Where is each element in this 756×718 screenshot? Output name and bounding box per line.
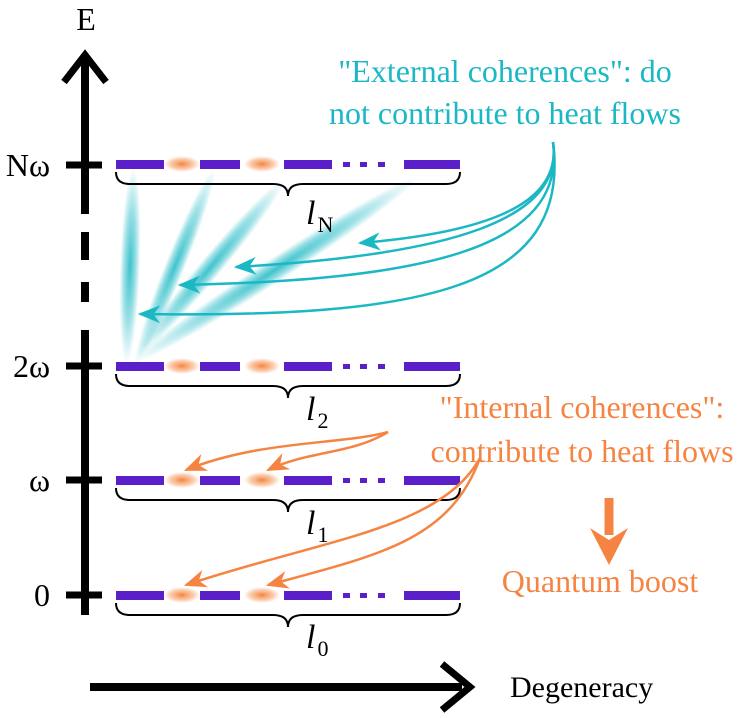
glow-2-2	[244, 358, 280, 374]
level-energy-labels: Nω 2ω ω 0	[6, 147, 50, 613]
level-bar-0	[116, 587, 460, 603]
orange-arrow-4	[265, 457, 482, 589]
level-bar-1	[116, 472, 460, 488]
level-bar-N	[116, 156, 460, 172]
brace-1	[115, 487, 461, 513]
level-bars	[116, 156, 460, 603]
energy-label-1: ω	[29, 462, 50, 498]
degeneracy-axis-label: Degeneracy	[510, 671, 653, 704]
level-ticks	[66, 161, 102, 599]
degeneracy-labels: lN l2 l1 l0	[306, 195, 333, 661]
energy-axis-label: E	[76, 1, 96, 37]
glow-1-2	[244, 472, 280, 488]
degeneracy-braces	[115, 171, 461, 628]
glow-1-1	[164, 472, 200, 488]
brace-0	[115, 602, 461, 628]
internal-coherence-arrows	[183, 430, 482, 589]
glow-2-1	[164, 358, 200, 374]
external-coherence-arrows	[137, 141, 556, 324]
external-coherence-beams	[119, 168, 418, 364]
teal-arrow-3	[177, 141, 556, 294]
glow-0-2	[244, 587, 280, 603]
teal-arrow-2	[233, 141, 556, 275]
brace-N	[115, 171, 461, 197]
energy-label-0: 0	[34, 577, 50, 613]
quantum-boost-label: Quantum boost	[502, 563, 699, 599]
glow-0-1	[164, 587, 200, 603]
annotations: "External coherences": do not contribute…	[329, 53, 733, 599]
degeneracy-axis: Degeneracy	[90, 661, 653, 713]
orange-arrow-2	[265, 430, 389, 472]
teal-beam-4	[132, 176, 418, 364]
degeneracy-label-1: l1	[306, 505, 328, 547]
brace-2	[115, 373, 461, 399]
teal-arrow-4	[137, 141, 556, 324]
glow-N-2	[244, 156, 280, 172]
energy-label-2: 2ω	[13, 348, 50, 384]
internal-annotation-line2: contribute to heat flows	[430, 433, 733, 469]
level-bar-2	[116, 358, 460, 374]
glow-N-1	[164, 156, 200, 172]
energy-axis-arrowhead	[61, 49, 109, 85]
external-annotation-line2: not contribute to heat flows	[329, 95, 681, 131]
orange-arrow-1	[183, 430, 389, 472]
degeneracy-label-N: lN	[306, 195, 333, 237]
degeneracy-axis-arrowhead	[439, 661, 476, 713]
energy-axis: E	[61, 1, 109, 615]
teal-beam-3	[135, 179, 285, 357]
quantum-boost-arrow	[590, 498, 628, 565]
teal-beam-1	[119, 168, 141, 364]
energy-label-N: Nω	[6, 147, 50, 183]
degeneracy-label-0: l0	[306, 619, 328, 661]
orange-arrow-3	[183, 457, 482, 588]
degeneracy-label-2: l2	[306, 391, 328, 433]
internal-annotation-line1: "Internal coherences":	[440, 389, 725, 425]
external-annotation-line1: "External coherences": do	[338, 53, 672, 89]
